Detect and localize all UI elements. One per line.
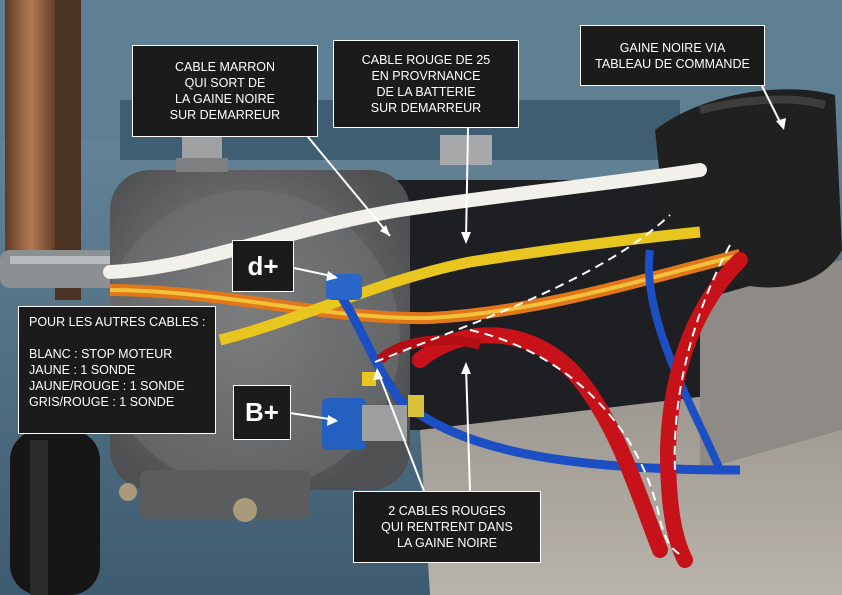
- label-line: [29, 330, 205, 346]
- label-line: QUI SORT DE: [184, 76, 266, 90]
- label-line: CABLE MARRON: [174, 60, 276, 74]
- label-line: QUI RENTRENT DANS: [381, 520, 513, 534]
- label-line: POUR LES AUTRES CABLES :: [29, 315, 206, 329]
- label-line: GRIS/ROUGE : 1 SONDE: [29, 395, 175, 409]
- label-line: 2 CABLES ROUGES: [388, 504, 506, 518]
- label-line: BLANC : STOP MOTEUR: [29, 347, 173, 361]
- label-cable-marron: CABLE MARRON QUI SORT DE LA GAINE NOIRE …: [132, 45, 318, 137]
- label-line: DE LA BATTERIE: [376, 85, 476, 99]
- label-line: CABLE ROUGE DE 25: [361, 53, 491, 67]
- label-line: EN PROVRNANCE: [371, 69, 481, 83]
- label-line: SUR DEMARREUR: [370, 101, 482, 115]
- label-b-plus-terminal: B+: [233, 385, 291, 440]
- label-line: LA GAINE NOIRE: [174, 92, 276, 106]
- label-autres-cables: POUR LES AUTRES CABLES : BLANC : STOP MO…: [18, 306, 216, 434]
- label-line: JAUNE : 1 SONDE: [29, 363, 136, 377]
- label-d-plus-terminal: d+: [232, 240, 294, 292]
- label-line: JAUNE/ROUGE : 1 SONDE: [29, 379, 185, 393]
- label-cable-rouge-25: CABLE ROUGE DE 25 EN PROVRNANCE DE LA BA…: [333, 40, 519, 128]
- label-line: SUR DEMARREUR: [169, 108, 281, 122]
- label-line: GAINE NOIRE VIA: [619, 40, 726, 55]
- label-line: LA GAINE NOIRE: [396, 536, 498, 550]
- label-cables-rouges: 2 CABLES ROUGES QUI RENTRENT DANS LA GAI…: [353, 491, 541, 563]
- label-line: TABLEAU DE COMMANDE: [595, 56, 750, 71]
- label-gaine-noire: GAINE NOIRE VIA TABLEAU DE COMMANDE: [580, 25, 765, 86]
